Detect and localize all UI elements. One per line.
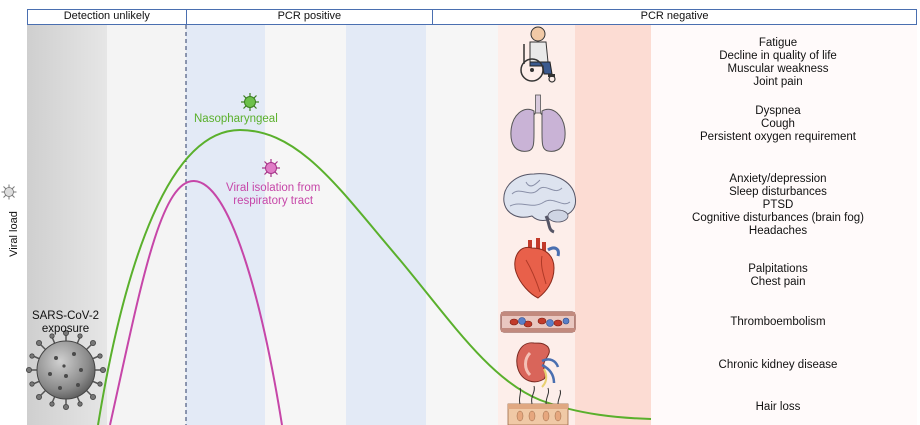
viral-isolation-line-2: respiratory tract xyxy=(233,195,314,207)
nasopharyngeal-curve xyxy=(97,128,652,425)
viral-isolation-line-1: Viral isolation from xyxy=(226,182,321,194)
symptom-text: Thromboembolism xyxy=(730,316,826,328)
band-blue-1 xyxy=(186,25,265,425)
symptom-text: Cough xyxy=(761,118,795,130)
band-light-gray-1 xyxy=(107,25,186,425)
symptom-text: Hair loss xyxy=(755,401,801,413)
exposure-line-1: SARS-CoV-2 xyxy=(31,310,100,322)
virus-icon-green xyxy=(241,93,259,111)
lungs-icon xyxy=(510,94,566,152)
band-light-gray-2 xyxy=(265,25,346,425)
viral-isolation-curve xyxy=(109,179,283,425)
kidney-icon xyxy=(516,342,560,388)
virus-icon-axis xyxy=(1,184,17,200)
symptoms-renal: Chronic kidney disease xyxy=(648,359,908,372)
band-light-gray-3 xyxy=(426,25,498,425)
symptom-text: Palpitations xyxy=(748,263,808,275)
symptom-text: PTSD xyxy=(762,199,794,211)
symptom-text: Sleep disturbances xyxy=(729,186,827,198)
symptom-text: Chest pain xyxy=(750,276,806,288)
wheelchair-person-icon xyxy=(520,26,556,83)
symptoms-vascular: Thromboembolism xyxy=(648,316,908,329)
viral-isolation-label: Viral isolation from respiratory tract xyxy=(226,182,320,208)
symptom-text: Anxiety/depression xyxy=(729,173,827,185)
symptoms-neurological: Anxiety/depression Sleep disturbances PT… xyxy=(648,173,908,238)
phase-header: Detection unlikely PCR positive PCR nega… xyxy=(27,9,917,25)
symptom-text: Fatigue xyxy=(758,37,798,49)
blood-vessel-icon xyxy=(500,311,576,333)
heart-icon xyxy=(514,238,560,299)
symptoms-general: Fatigue Decline in quality of life Muscu… xyxy=(648,37,908,89)
band-blue-2 xyxy=(346,25,426,425)
phase-detection-unlikely: Detection unlikely xyxy=(28,10,187,24)
symptom-text: Chronic kidney disease xyxy=(718,359,838,371)
phase-pcr-positive: PCR positive xyxy=(187,10,434,24)
sars-cov-2-virus-icon xyxy=(26,330,107,411)
symptom-text: Cognitive disturbances (brain fog) xyxy=(692,212,864,224)
nasopharyngeal-label: Nasopharyngeal xyxy=(194,113,278,125)
symptom-text: Muscular weakness xyxy=(727,63,829,75)
symptom-text: Headaches xyxy=(748,225,808,237)
virus-icon-magenta xyxy=(262,159,280,177)
symptom-text: Persistent oxygen requirement xyxy=(700,131,856,143)
brain-icon xyxy=(503,173,577,234)
skin-hair-icon xyxy=(507,385,569,425)
y-axis-label: Viral load xyxy=(8,211,20,257)
symptom-text: Joint pain xyxy=(753,76,803,88)
symptom-text: Dyspnea xyxy=(755,105,801,117)
symptoms-respiratory: Dyspnea Cough Persistent oxygen requirem… xyxy=(648,105,908,144)
phase-pcr-negative: PCR negative xyxy=(640,10,709,22)
symptoms-cardiac: Palpitations Chest pain xyxy=(648,263,908,289)
exposure-label: SARS-CoV-2 exposure xyxy=(28,310,103,336)
symptoms-dermatological: Hair loss xyxy=(648,401,908,414)
symptom-text: Decline in quality of life xyxy=(719,50,837,62)
band-pale xyxy=(651,25,917,425)
band-pink xyxy=(575,25,651,425)
exposure-line-2: exposure xyxy=(41,323,90,335)
